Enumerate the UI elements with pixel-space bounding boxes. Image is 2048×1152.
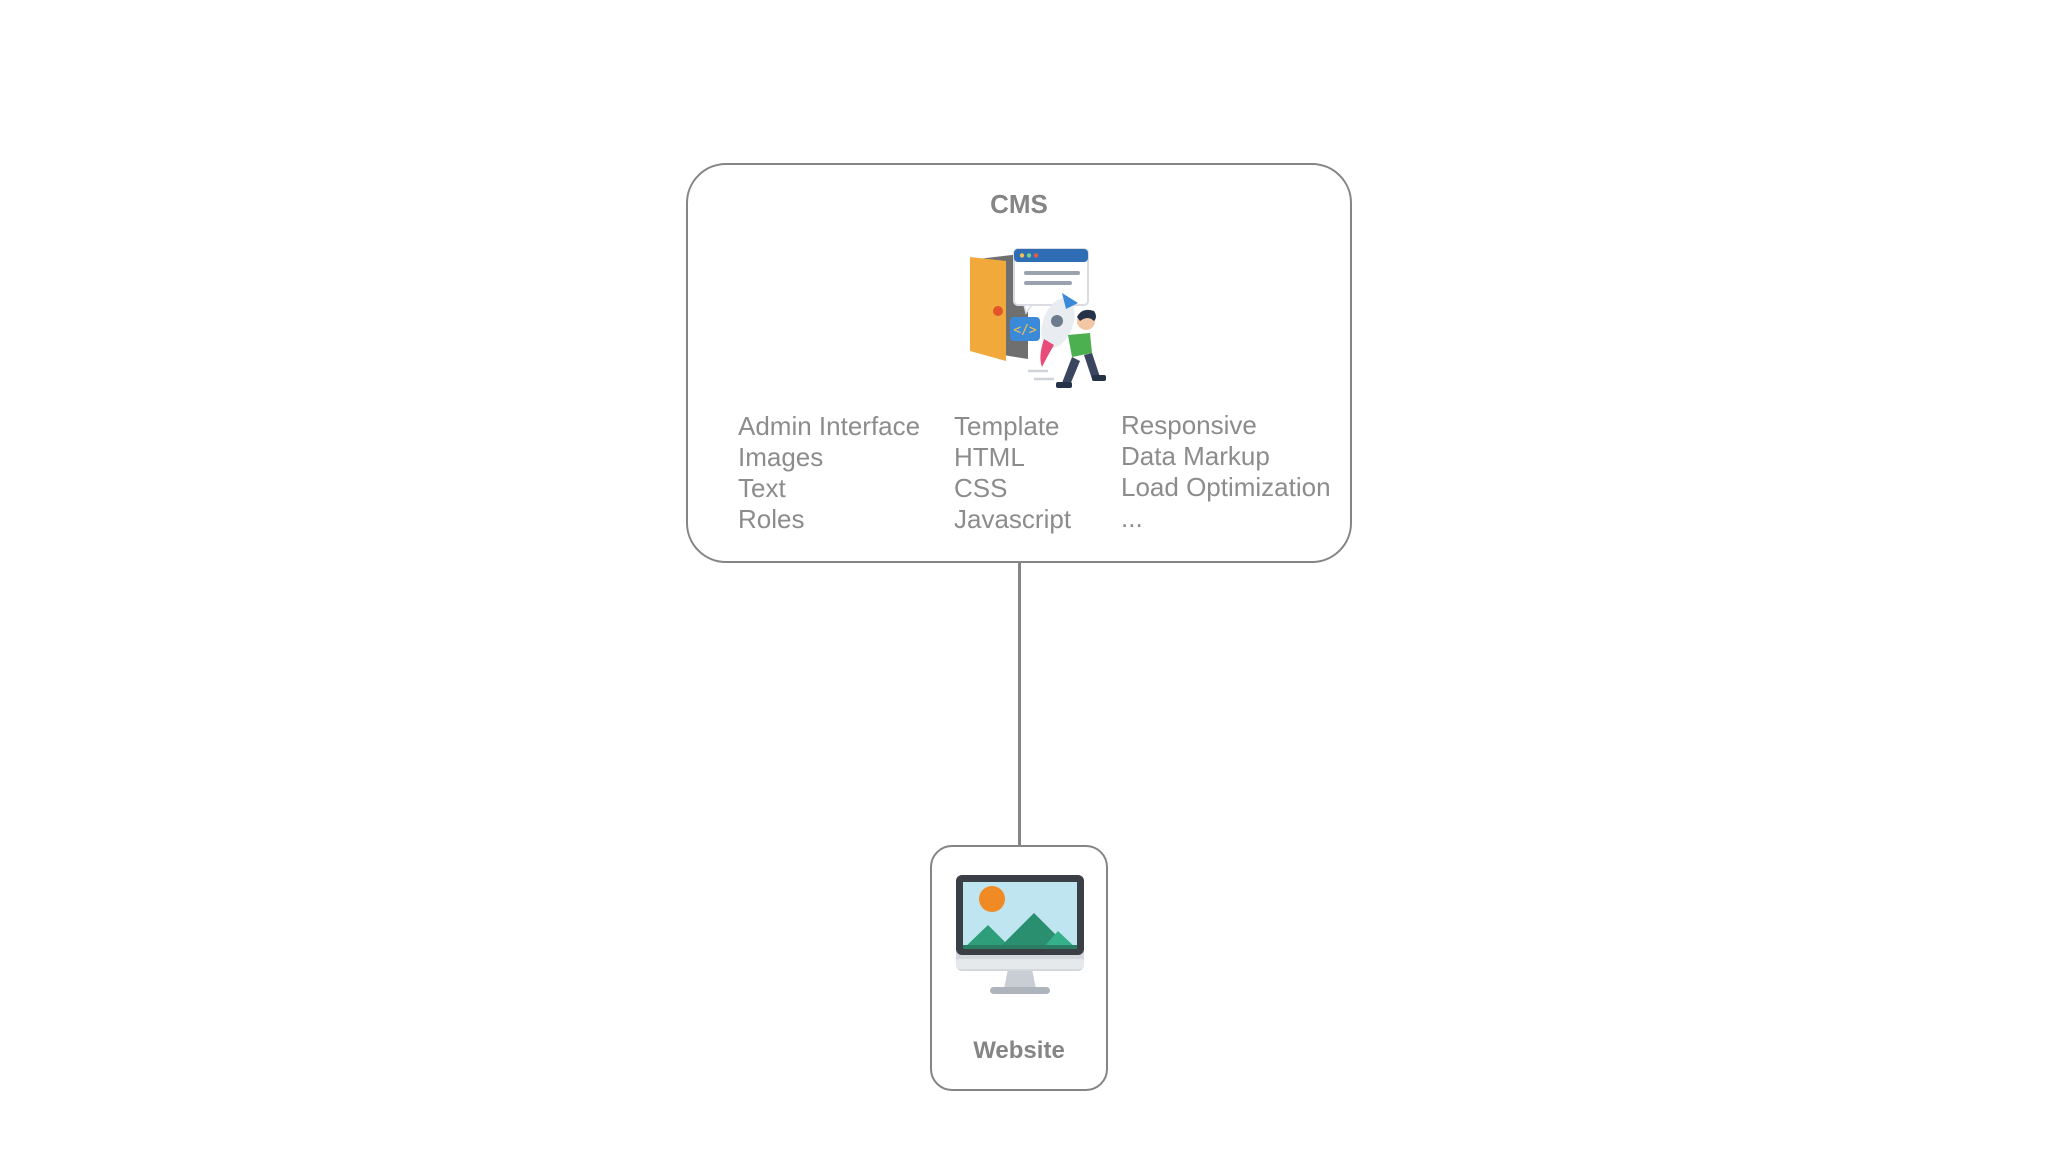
cms-node: CMS </> Admin In <box>686 163 1352 563</box>
cms-item: ... <box>1121 503 1143 533</box>
cms-column-frontend: Template HTML CSS Javascript <box>954 411 1071 535</box>
cms-item: Template <box>954 411 1060 441</box>
developer-rocket-icon: </> <box>970 248 1106 388</box>
cms-item: Data Markup <box>1121 441 1270 471</box>
cms-item: Load Optimization <box>1121 472 1331 502</box>
cms-title: CMS <box>990 189 1048 219</box>
cms-item: Responsive <box>1121 410 1257 440</box>
cms-column-content: Admin Interface Images Text Roles <box>738 411 920 535</box>
svg-text:</>: </> <box>1013 323 1037 338</box>
cms-item: Javascript <box>954 504 1072 534</box>
cms-item: Images <box>738 442 824 472</box>
cms-item: HTML <box>954 442 1025 472</box>
website-label: Website <box>973 1037 1065 1064</box>
cms-item: Admin Interface <box>738 411 921 441</box>
cms-to-website-connector <box>1018 563 1021 846</box>
cms-item: Text <box>738 473 786 503</box>
website-node: Website <box>930 845 1108 1091</box>
desktop-monitor-icon <box>956 875 1084 994</box>
cms-item: CSS <box>954 473 1008 503</box>
cms-item: Roles <box>738 504 805 534</box>
cms-column-optimization: Responsive Data Markup Load Optimization… <box>1121 410 1331 534</box>
